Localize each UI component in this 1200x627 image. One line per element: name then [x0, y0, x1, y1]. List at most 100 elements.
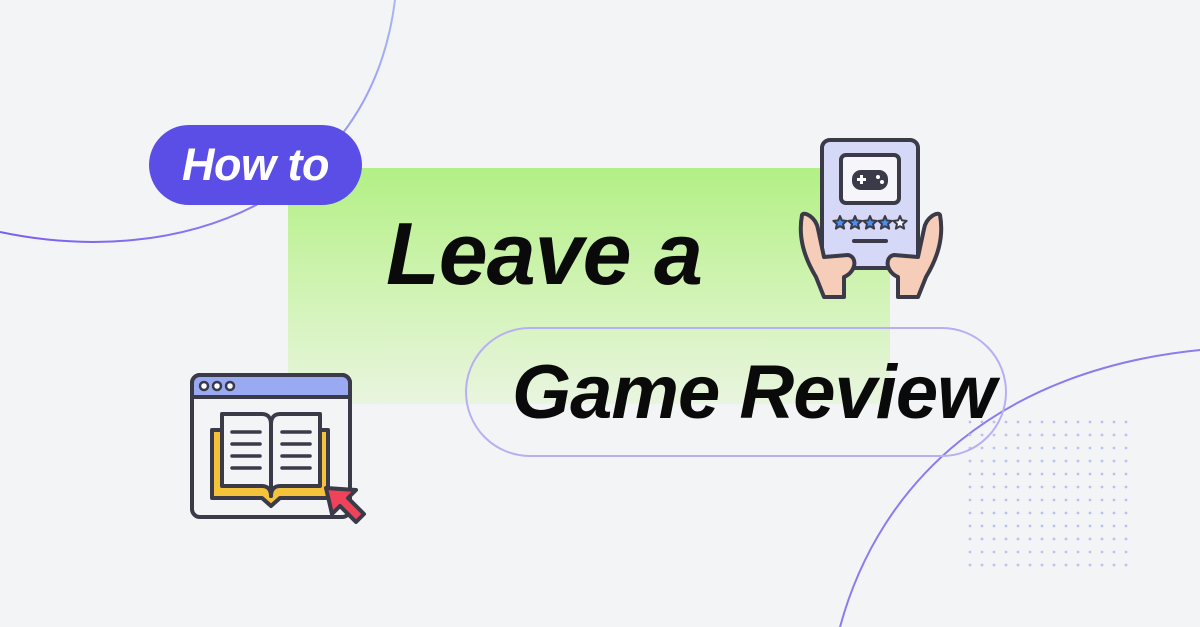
- decor-dot: [1112, 446, 1116, 450]
- decor-dot: [1076, 446, 1080, 450]
- decor-dot: [980, 550, 984, 554]
- decor-dot: [1088, 459, 1092, 463]
- decor-dot: [968, 563, 972, 567]
- decor-dot: [1124, 537, 1128, 541]
- decor-dot: [992, 550, 996, 554]
- decor-dot: [1076, 433, 1080, 437]
- decor-dot: [1004, 472, 1008, 476]
- decor-dot: [1052, 524, 1056, 528]
- decor-dot: [1040, 563, 1044, 567]
- game-rating-tablet-icon: [798, 138, 944, 299]
- decor-dot: [1124, 459, 1128, 463]
- decor-dot: [1064, 433, 1068, 437]
- decor-dot: [1124, 563, 1128, 567]
- decor-dot: [1088, 550, 1092, 554]
- decor-dot: [992, 537, 996, 541]
- cursor-arrow-icon: [324, 486, 366, 524]
- decor-dot: [1124, 485, 1128, 489]
- decor-dot: [968, 537, 972, 541]
- decor-dot: [1016, 537, 1020, 541]
- decor-dot: [1076, 524, 1080, 528]
- decor-dot: [1052, 563, 1056, 567]
- decor-dot: [1016, 563, 1020, 567]
- decor-dot: [1088, 485, 1092, 489]
- title-outline-pill: [465, 327, 1007, 457]
- decor-dot: [1016, 433, 1020, 437]
- decor-dot: [1040, 524, 1044, 528]
- decor-dot: [1112, 524, 1116, 528]
- how-to-label: How to: [182, 139, 329, 190]
- decor-dot: [1016, 485, 1020, 489]
- decor-dot: [1016, 550, 1020, 554]
- decor-dot: [1028, 498, 1032, 502]
- top-left-curve: [0, 0, 396, 243]
- decor-dot: [1100, 550, 1104, 554]
- decor-dot: [1088, 472, 1092, 476]
- decor-dot: [1028, 524, 1032, 528]
- decor-dot: [1112, 485, 1116, 489]
- star-rating-icon: [832, 215, 908, 230]
- decor-dot: [1052, 511, 1056, 515]
- star-empty-icon: [892, 215, 908, 230]
- decor-dot: [1064, 446, 1068, 450]
- decor-dot: [992, 472, 996, 476]
- decor-dot: [1088, 563, 1092, 567]
- decor-dot: [1028, 511, 1032, 515]
- decor-dot: [1100, 459, 1104, 463]
- decor-dot: [1088, 433, 1092, 437]
- decor-dot: [1004, 498, 1008, 502]
- decor-dot: [980, 498, 984, 502]
- decor-dot: [1040, 511, 1044, 515]
- decor-dot: [1040, 498, 1044, 502]
- decor-dot: [1052, 433, 1056, 437]
- decor-dot: [1112, 472, 1116, 476]
- decor-dot: [1112, 511, 1116, 515]
- decor-dot: [1064, 537, 1068, 541]
- decor-dot: [1124, 420, 1128, 424]
- decor-dot: [1076, 420, 1080, 424]
- decor-dot: [1112, 433, 1116, 437]
- decor-dot: [992, 498, 996, 502]
- decor-dot: [1016, 498, 1020, 502]
- decor-dot: [1100, 433, 1104, 437]
- decor-dot: [980, 485, 984, 489]
- decor-dot: [1040, 446, 1044, 450]
- decor-dot: [1076, 550, 1080, 554]
- decor-dot: [1040, 485, 1044, 489]
- decor-dot: [968, 459, 972, 463]
- decor-dot: [1004, 433, 1008, 437]
- decor-dot: [1064, 459, 1068, 463]
- decor-dot: [1016, 511, 1020, 515]
- decor-dot: [980, 459, 984, 463]
- decor-dot: [992, 511, 996, 515]
- decor-dot: [1004, 459, 1008, 463]
- decor-dot: [1016, 420, 1020, 424]
- decor-dot: [1052, 537, 1056, 541]
- decor-dot: [1040, 433, 1044, 437]
- decor-dot: [980, 511, 984, 515]
- how-to-badge: How to: [149, 125, 362, 205]
- title-line-2: Game Review: [512, 350, 996, 435]
- decor-dot: [1052, 485, 1056, 489]
- decor-dot: [1028, 563, 1032, 567]
- decor-dot: [1016, 446, 1020, 450]
- decor-dot: [1112, 563, 1116, 567]
- decor-dot: [968, 485, 972, 489]
- decor-dot: [1004, 537, 1008, 541]
- decor-dot: [1088, 446, 1092, 450]
- decor-dot: [1100, 472, 1104, 476]
- decor-dot: [992, 433, 996, 437]
- decor-dot: [1004, 446, 1008, 450]
- decor-dot: [1040, 537, 1044, 541]
- decor-dot: [1028, 537, 1032, 541]
- decor-dot: [1016, 524, 1020, 528]
- decor-dot: [992, 446, 996, 450]
- decor-dot: [1100, 498, 1104, 502]
- decor-dot: [1088, 420, 1092, 424]
- decor-dot: [1004, 511, 1008, 515]
- decor-dot: [1052, 550, 1056, 554]
- decor-dot: [1040, 420, 1044, 424]
- decor-dot: [1016, 472, 1020, 476]
- decor-dot: [968, 498, 972, 502]
- decor-dot: [1088, 511, 1092, 515]
